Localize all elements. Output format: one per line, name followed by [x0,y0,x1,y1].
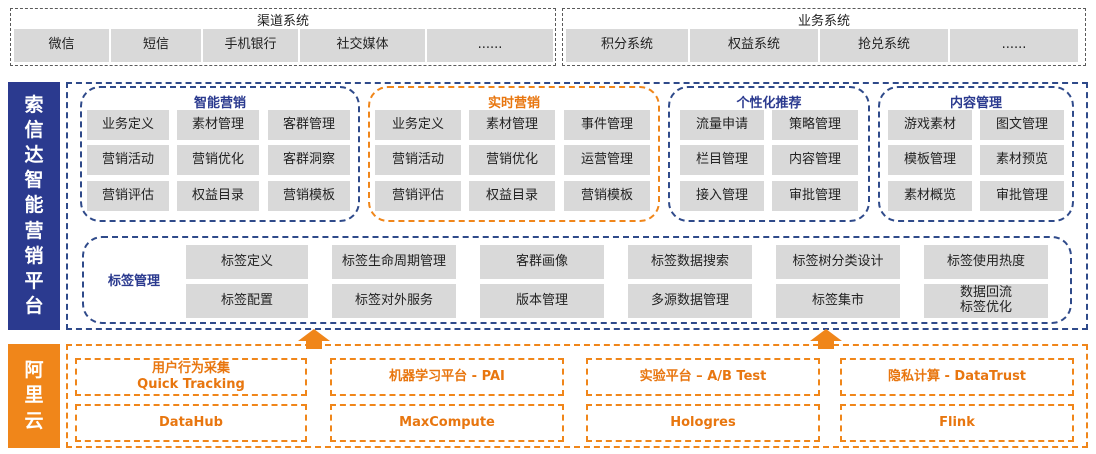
platform-frame: 智能营销 业务定义 素材管理 客群管理 营销活动 营销优化 客群洞察 营销评估 … [66,82,1088,330]
aliyun-service: 实验平台 – A/B Test [586,358,820,396]
group-item: 素材管理 [177,110,259,140]
group-item: 营销模板 [268,181,350,211]
tag-item: 客群画像 [480,245,604,279]
group-item: 业务定义 [87,110,169,140]
group-item: 事件管理 [564,110,650,140]
channel-system-box: 渠道系统 微信 短信 手机银行 社交媒体 ...... [10,8,556,66]
group-title: 个性化推荐 [736,96,802,111]
group-item: 营销优化 [177,145,259,175]
channel-system-title: 渠道系统 [256,14,309,29]
tag-item: 标签对外服务 [332,284,456,318]
group-item: 营销优化 [469,145,555,175]
group-title: 内容管理 [949,96,1002,111]
group-item: 审批管理 [980,181,1064,211]
group-item: 游戏素材 [888,110,972,140]
channel-item: 微信 [14,29,109,62]
group-item: 客群洞察 [268,145,350,175]
group-item: 业务定义 [375,110,461,140]
channel-item: 短信 [111,29,201,62]
group-item: 权益目录 [469,181,555,211]
tag-item: 数据回流 标签优化 [924,284,1048,318]
business-item: 积分系统 [566,29,688,62]
aliyun-service: 机器学习平台 - PAI [330,358,564,396]
group-tag-management: 标签管理 标签定义 标签生命周期管理 客群画像 标签数据搜索 标签树分类设计 标… [82,236,1072,324]
tag-item: 标签树分类设计 [776,245,900,279]
tag-item: 标签数据搜索 [628,245,752,279]
group-title: 智能营销 [193,96,246,111]
group-item: 营销活动 [87,145,169,175]
group-item: 运营管理 [564,145,650,175]
group-title: 实时营销 [487,96,540,111]
group-item: 内容管理 [772,145,858,175]
tag-item: 标签集市 [776,284,900,318]
group-item: 权益目录 [177,181,259,211]
aliyun-service: 隐私计算 - DataTrust [840,358,1074,396]
tag-item: 标签定义 [186,245,308,279]
tag-item: 标签使用热度 [924,245,1048,279]
business-item: ...... [950,29,1078,62]
group-item: 流量申请 [680,110,764,140]
group-item: 素材概览 [888,181,972,211]
aliyun-side-label: 阿里云 [8,344,60,448]
business-system-box: 业务系统 积分系统 权益系统 抢兑系统 ...... [562,8,1086,66]
business-item: 权益系统 [690,29,818,62]
channel-item: 社交媒体 [300,29,425,62]
group-personalized-recommendation: 个性化推荐 流量申请 策略管理 栏目管理 内容管理 接入管理 审批管理 [668,86,870,222]
group-item: 客群管理 [268,110,350,140]
group-item: 接入管理 [680,181,764,211]
group-item: 审批管理 [772,181,858,211]
tag-item: 标签生命周期管理 [332,245,456,279]
aliyun-service: Hologres [586,404,820,442]
aliyun-frame: 用户行为采集 Quick Tracking 机器学习平台 - PAI 实验平台 … [66,344,1088,448]
group-item: 图文管理 [980,110,1064,140]
tag-item: 版本管理 [480,284,604,318]
platform-side-label: 索信达智能营销平台 [8,82,60,330]
aliyun-side-title: 阿里云 [24,359,44,432]
channel-item: 手机银行 [203,29,298,62]
group-item: 素材预览 [980,145,1064,175]
business-system-title: 业务系统 [797,14,850,29]
group-item: 营销模板 [564,181,650,211]
group-item: 营销评估 [375,181,461,211]
business-item: 抢兑系统 [820,29,948,62]
group-content-management: 内容管理 游戏素材 图文管理 模板管理 素材预览 素材概览 审批管理 [878,86,1074,222]
tag-item: 多源数据管理 [628,284,752,318]
tag-group-title: 标签管理 [107,274,160,289]
group-item: 模板管理 [888,145,972,175]
aliyun-service: 用户行为采集 Quick Tracking [75,358,307,396]
group-item: 营销评估 [87,181,169,211]
group-realtime-marketing: 实时营销 业务定义 素材管理 事件管理 营销活动 营销优化 运营管理 营销评估 … [368,86,660,222]
tag-item: 标签配置 [186,284,308,318]
group-item: 策略管理 [772,110,858,140]
group-smart-marketing: 智能营销 业务定义 素材管理 客群管理 营销活动 营销优化 客群洞察 营销评估 … [80,86,360,222]
platform-side-title: 索信达智能营销平台 [24,94,44,317]
aliyun-service: Flink [840,404,1074,442]
group-item: 素材管理 [469,110,555,140]
channel-item: ...... [427,29,553,62]
group-item: 营销活动 [375,145,461,175]
aliyun-service: MaxCompute [330,404,564,442]
group-item: 栏目管理 [680,145,764,175]
aliyun-service: DataHub [75,404,307,442]
